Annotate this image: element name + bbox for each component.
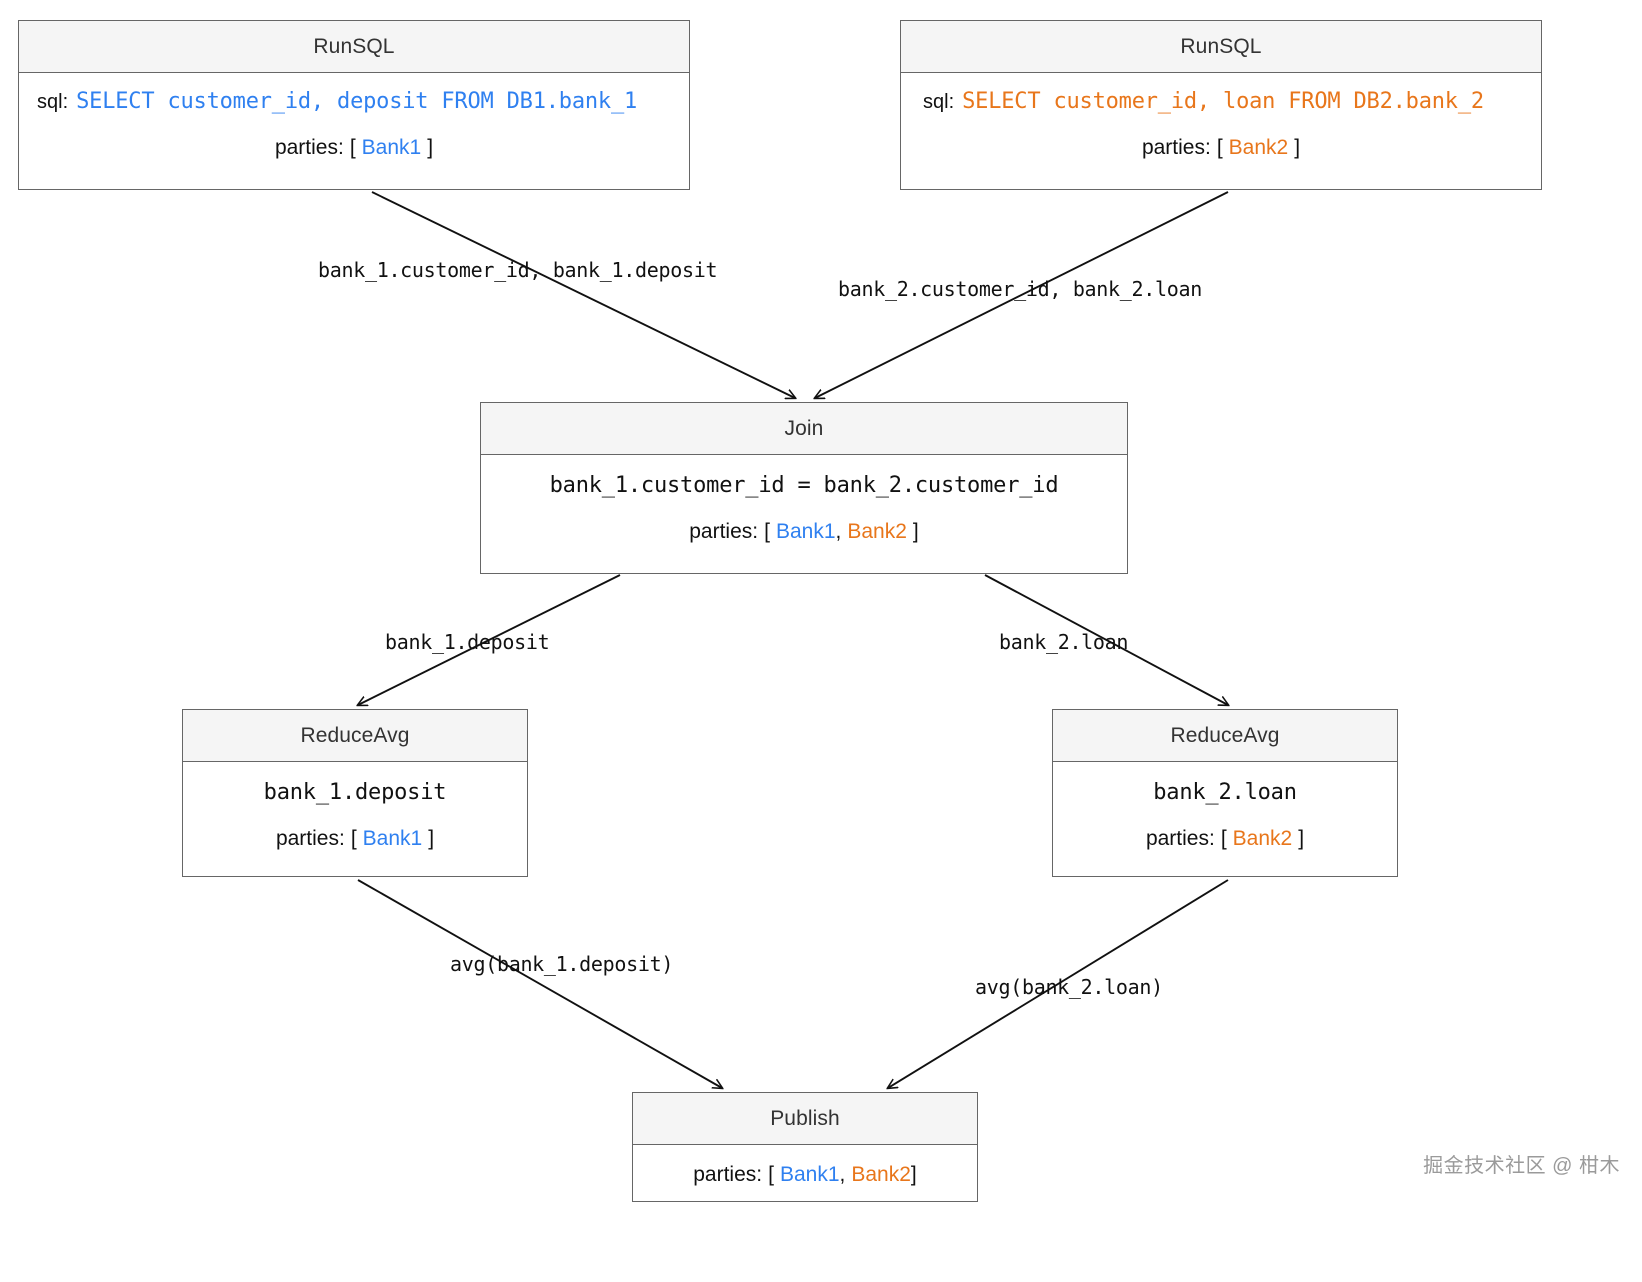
parties-key-label: parties: (689, 520, 759, 543)
node-reduceavg-right-body: bank_2.loan parties: [ Bank2 ] (1053, 762, 1397, 851)
node-reduceavg-left[interactable]: ReduceAvg bank_1.deposit parties: [ Bank… (182, 709, 528, 877)
party-separator: , (839, 1163, 846, 1186)
party-bank1: Bank1 (779, 1163, 840, 1186)
sql-key-label: sql: (923, 91, 955, 113)
bracket-close: ] (1298, 827, 1305, 850)
node-join-title: Join (481, 403, 1127, 455)
parties-key-label: parties: (693, 1163, 763, 1186)
edge-label-runsql-left-to-join: bank_1.customer_id, bank_1.deposit (318, 258, 718, 282)
party-bank1: Bank1 (361, 136, 422, 159)
column-row: bank_1.deposit (183, 762, 527, 805)
node-reduceavg-left-title: ReduceAvg (183, 710, 527, 762)
parties-row: parties: [ Bank1 , Bank2 ] (481, 520, 1127, 544)
node-runsql-left[interactable]: RunSQL sql: SELECT customer_id, deposit … (18, 20, 690, 190)
node-reduceavg-right[interactable]: ReduceAvg bank_2.loan parties: [ Bank2 ] (1052, 709, 1398, 877)
edge-label-runsql-right-to-join: bank_2.customer_id, bank_2.loan (838, 277, 1202, 301)
edge-reduceavg-left-to-publish (357, 879, 722, 1088)
node-publish[interactable]: Publish parties: [ Bank1 , Bank2 ] (632, 1092, 978, 1202)
node-publish-title: Publish (633, 1093, 977, 1145)
node-publish-body: parties: [ Bank1 , Bank2 ] (633, 1163, 977, 1187)
bracket-open: [ (768, 1163, 774, 1186)
edge-label-reduceavg-left-to-publish: avg(bank_1.deposit) (450, 952, 674, 976)
bracket-open: [ (350, 827, 357, 850)
bracket-close: ] (910, 1163, 917, 1186)
sql-row: sql: SELECT customer_id, loan FROM DB2.b… (901, 73, 1541, 114)
join-condition-row: bank_1.customer_id = bank_2.customer_id (481, 455, 1127, 498)
party-bank2: Bank2 (1232, 827, 1293, 850)
edge-runsql-left-to-join (371, 191, 795, 398)
node-join-body: bank_1.customer_id = bank_2.customer_id … (481, 455, 1127, 544)
party-bank2: Bank2 (851, 1163, 911, 1186)
edge-label-join-to-reduceavg-right: bank_2.loan (999, 630, 1129, 654)
node-runsql-right[interactable]: RunSQL sql: SELECT customer_id, loan FRO… (900, 20, 1542, 190)
parties-key-label: parties: (1141, 136, 1211, 159)
bracket-open: [ (1220, 827, 1227, 850)
node-runsql-right-body: sql: SELECT customer_id, loan FROM DB2.b… (901, 73, 1541, 160)
bracket-open: [ (349, 136, 356, 159)
bracket-close: ] (427, 136, 434, 159)
party-bank2: Bank2 (847, 520, 907, 543)
node-reduceavg-left-body: bank_1.deposit parties: [ Bank1 ] (183, 762, 527, 851)
parties-key-label: parties: (275, 827, 345, 850)
column-row: bank_2.loan (1053, 762, 1397, 805)
parties-key-label: parties: (274, 136, 344, 159)
node-runsql-left-title: RunSQL (19, 21, 689, 73)
parties-row: parties: [ Bank2 ] (1053, 827, 1397, 851)
party-separator: , (835, 520, 842, 543)
sql-value: SELECT customer_id, loan FROM DB2.bank_2 (962, 89, 1484, 114)
edge-label-reduceavg-right-to-publish: avg(bank_2.loan) (975, 975, 1163, 999)
sql-key-label: sql: (37, 91, 69, 113)
parties-row: parties: [ Bank2 ] (901, 136, 1541, 160)
reduce-column: bank_1.deposit (263, 780, 447, 805)
parties-row: parties: [ Bank1 , Bank2 ] (633, 1163, 977, 1187)
node-runsql-left-body: sql: SELECT customer_id, deposit FROM DB… (19, 73, 689, 160)
bracket-close: ] (1294, 136, 1301, 159)
bracket-open: [ (1216, 136, 1223, 159)
node-join[interactable]: Join bank_1.customer_id = bank_2.custome… (480, 402, 1128, 574)
party-bank1: Bank1 (775, 520, 836, 543)
edge-label-join-to-reduceavg-left: bank_1.deposit (385, 630, 550, 654)
watermark: 掘金技术社区 @ 柑木 (1423, 1155, 1620, 1177)
sql-row: sql: SELECT customer_id, deposit FROM DB… (19, 73, 689, 114)
node-reduceavg-right-title: ReduceAvg (1053, 710, 1397, 762)
party-bank1: Bank1 (362, 827, 423, 850)
parties-key-label: parties: (1145, 827, 1215, 850)
bracket-close: ] (912, 520, 919, 543)
bracket-close: ] (428, 827, 435, 850)
node-runsql-right-title: RunSQL (901, 21, 1541, 73)
join-condition: bank_1.customer_id = bank_2.customer_id (549, 473, 1059, 498)
sql-value: SELECT customer_id, deposit FROM DB1.ban… (76, 89, 638, 114)
parties-row: parties: [ Bank1 ] (183, 827, 527, 851)
party-bank2: Bank2 (1228, 136, 1289, 159)
bracket-open: [ (764, 520, 770, 543)
reduce-column: bank_2.loan (1153, 780, 1297, 805)
parties-row: parties: [ Bank1 ] (19, 136, 689, 160)
